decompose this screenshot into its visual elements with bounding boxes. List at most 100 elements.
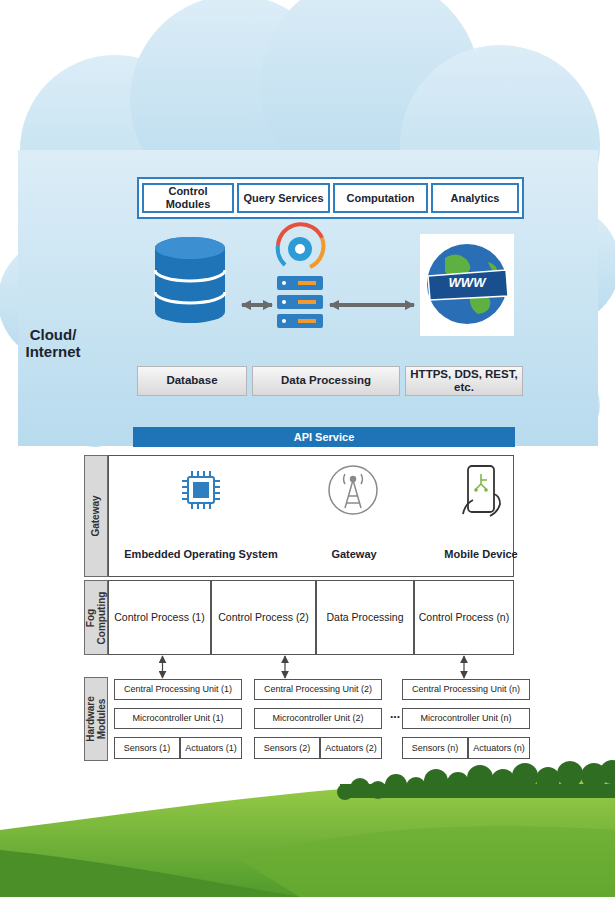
box-text: Database	[166, 374, 217, 387]
component-label: HTTPS, DDS, REST, etc.	[405, 366, 523, 396]
box-text: Sensors (n)	[412, 743, 459, 753]
processing-icon	[277, 295, 323, 309]
processing-icon	[277, 276, 323, 290]
mobile-icon	[463, 494, 500, 516]
mobile-icon	[484, 488, 488, 492]
gateway-icon	[329, 466, 377, 514]
processing-icon	[282, 319, 286, 323]
processing-icon	[298, 281, 316, 285]
service-box: Analytics	[431, 183, 519, 213]
hardware-box: Actuators (2)	[320, 737, 382, 759]
landscape	[240, 826, 615, 897]
globe-icon	[420, 234, 514, 336]
layer-name: Gateway	[91, 458, 102, 574]
component-label: Data Processing	[252, 366, 400, 396]
hardware-box: Sensors (1)	[114, 737, 180, 759]
hardware-box: Microcontroller Unit (1)	[114, 708, 242, 729]
box-text: API Service	[294, 431, 355, 444]
box-text: Data Processing	[326, 611, 403, 623]
component-label: Database	[137, 366, 247, 396]
gateway-icon	[329, 466, 377, 514]
processing-icon	[277, 224, 323, 328]
processing-icon	[295, 244, 305, 254]
hardware-box: Microcontroller Unit (n)	[402, 708, 530, 729]
icon-link-arrows	[242, 303, 414, 307]
landscape	[0, 772, 615, 897]
layer-name: Fog Computing	[86, 583, 107, 652]
hardware-box: Sensors (2)	[254, 737, 320, 759]
mobile-icon	[474, 488, 478, 492]
box-text: Central Processing Unit (2)	[264, 684, 372, 694]
hardware-box: Microcontroller Unit (2)	[254, 708, 382, 729]
box-text: Central Processing Unit (n)	[412, 684, 520, 694]
processing-icon	[310, 238, 323, 267]
box-text: Mobile Device	[444, 548, 517, 561]
database-icon	[155, 270, 225, 281]
processing-icon	[282, 281, 286, 285]
processing-icon	[298, 300, 316, 304]
database-icon	[155, 237, 225, 323]
box-text: Query Services	[243, 192, 323, 205]
process-box: Control Process (2)	[211, 580, 316, 655]
box-text: Control Modules	[147, 185, 229, 210]
link-arrow	[284, 656, 285, 678]
mobile-icon	[476, 474, 487, 489]
cloud	[18, 150, 598, 446]
box-text: Microcontroller Unit (n)	[420, 713, 511, 723]
icon-link-arrows	[330, 303, 414, 307]
landscape	[340, 784, 615, 798]
link-arrow	[463, 656, 464, 678]
box-text: Analytics	[451, 192, 500, 205]
landscape	[600, 760, 615, 784]
hardware-box: Actuators (1)	[180, 737, 242, 759]
chip-icon	[188, 477, 214, 503]
landscape	[557, 761, 583, 787]
hardware-box: Actuators (n)	[468, 737, 530, 759]
link-arrow	[162, 656, 163, 678]
service-box: Computation	[333, 183, 428, 213]
box-text: Microcontroller Unit (2)	[272, 713, 363, 723]
processing-icon	[282, 300, 286, 304]
globe-icon	[420, 234, 514, 336]
box-text: Sensors (1)	[124, 743, 171, 753]
process-box: Data Processing	[316, 580, 414, 655]
box-text: Data Processing	[281, 374, 371, 387]
database-icon	[155, 237, 225, 259]
chip-icon	[182, 471, 220, 509]
gateway-icon	[344, 474, 363, 484]
box-text: HTTPS, DDS, REST, etc.	[409, 368, 519, 394]
processing-icon	[277, 314, 323, 328]
layer-name: Hardware Modules	[86, 680, 107, 758]
box-text: Control Process (2)	[218, 611, 308, 623]
hardware-box: Central Processing Unit (n)	[402, 679, 530, 700]
service-box: Control Modules	[142, 183, 234, 213]
gateway-icon	[345, 480, 361, 508]
region-label: Cloud/ Internet	[12, 326, 94, 361]
box-text: Control Process (1)	[114, 611, 204, 623]
box-text: Actuators (n)	[473, 743, 525, 753]
processing-icon	[278, 245, 285, 265]
box-text: Actuators (1)	[185, 743, 237, 753]
database-icon	[155, 292, 225, 303]
service-box: Query Services	[237, 183, 330, 213]
cloud	[0, 0, 615, 447]
box-text: Microcontroller Unit (1)	[132, 713, 223, 723]
box-text: Actuators (2)	[325, 743, 377, 753]
landscape	[337, 760, 615, 800]
globe-text: WWW	[431, 276, 503, 291]
gateway-icon	[351, 477, 356, 482]
icon-link-arrows	[242, 303, 272, 307]
box-text: Control Process (n)	[419, 611, 509, 623]
processing-icon	[298, 319, 316, 323]
box-text: Embedded Operating System	[124, 548, 277, 561]
services-band	[138, 178, 523, 218]
api-band: API Service	[133, 427, 515, 447]
layer-tab: Fog Computing	[84, 580, 108, 655]
database-icon	[155, 237, 225, 323]
hardware-box: Central Processing Unit (1)	[114, 679, 242, 700]
chip-icon	[194, 483, 208, 497]
gateway-panel: Embedded Operating SystemGatewayMobile D…	[108, 455, 514, 577]
box-text: Central Processing Unit (1)	[124, 684, 232, 694]
